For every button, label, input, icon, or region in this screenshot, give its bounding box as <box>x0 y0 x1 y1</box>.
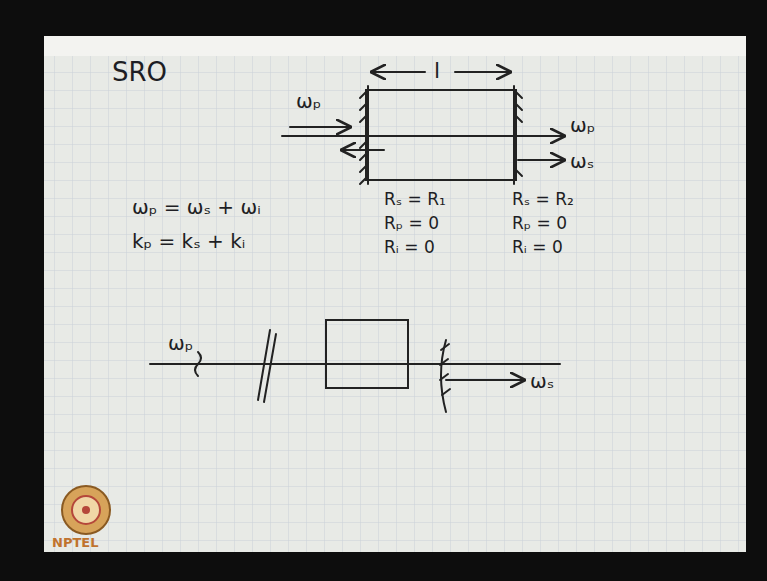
grid <box>44 56 746 552</box>
title-note: SRO <box>112 58 167 88</box>
beam-axis <box>150 363 560 365</box>
beam-label: ωₛ <box>530 370 554 393</box>
mirror <box>258 330 270 400</box>
signal-arrow <box>446 379 524 381</box>
beam-label: ωₛ <box>570 150 594 173</box>
crystal <box>326 320 408 388</box>
reflectivity: Rₚ = 0 <box>384 214 439 234</box>
reflect-arrow <box>342 149 384 151</box>
mirror-hatch <box>440 344 450 395</box>
reflectivity: Rₚ = 0 <box>512 214 567 234</box>
beam-label: ωₚ <box>570 114 595 137</box>
equation: kₚ = kₛ + kᵢ <box>132 230 245 253</box>
paper-top <box>44 36 746 56</box>
beam-label: ωₚ <box>296 90 321 113</box>
length-arrow <box>455 71 510 73</box>
nptel-logo <box>62 486 110 534</box>
reflectivity: Rᵢ = 0 <box>512 238 563 258</box>
reflectivity: Rᵢ = 0 <box>384 238 435 258</box>
pump-squiggle <box>195 352 201 376</box>
beam-label: ωₚ <box>168 332 193 355</box>
length-arrow <box>372 71 425 73</box>
paper <box>44 36 746 552</box>
reflectivity: Rₛ = R₁ <box>384 190 446 210</box>
reflectivity: Rₛ = R₂ <box>512 190 574 210</box>
mirror-hatch <box>514 90 522 176</box>
equation: ωₚ = ωₛ + ωᵢ <box>132 196 261 219</box>
beam-axis <box>282 135 564 137</box>
length-label: l <box>434 58 440 83</box>
signal-arrow <box>518 159 564 161</box>
mirror <box>264 334 276 402</box>
logo-text: NPTEL <box>52 536 98 551</box>
pump-arrow <box>290 126 350 128</box>
